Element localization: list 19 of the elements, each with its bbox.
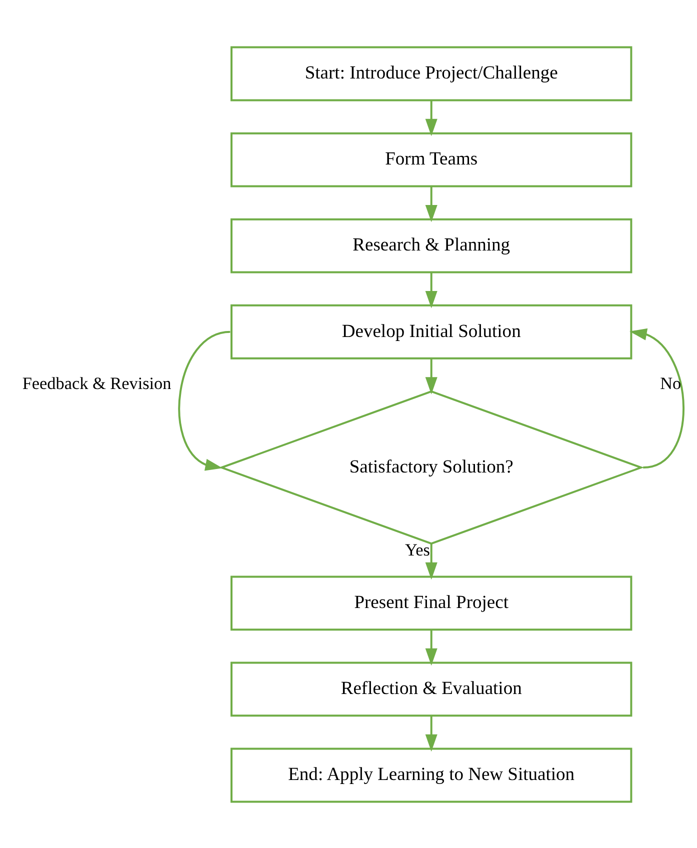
arrow (425, 272, 438, 308)
node-box: Form Teams (230, 132, 632, 187)
node-box: Develop Initial Solution (230, 304, 632, 359)
node-box: End: Apply Learning to New Situation (230, 747, 632, 802)
node-box: Present Final Project (230, 575, 632, 630)
node-diamond: Satisfactory Solution? (218, 390, 644, 544)
node-box: Reflection & Evaluation (230, 661, 632, 716)
arrow (425, 629, 438, 666)
node-box: Start: Introduce Project/Challenge (230, 46, 632, 101)
node-box: Research & Planning (230, 218, 632, 273)
arrow (425, 358, 438, 394)
arrow (425, 100, 438, 136)
arrow (425, 543, 438, 580)
arrow (425, 186, 438, 222)
edge-label: No (660, 373, 682, 392)
edge-label: Feedback & Revision (22, 373, 172, 392)
arrow (178, 330, 230, 470)
arrow (630, 328, 684, 468)
arrow (425, 716, 438, 752)
